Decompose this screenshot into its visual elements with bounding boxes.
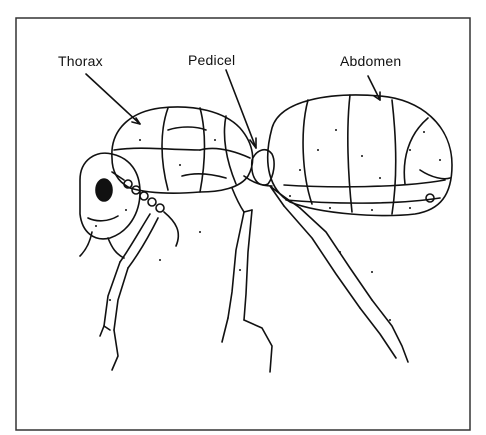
pedicel-pointer (226, 70, 256, 148)
head-segment (80, 153, 140, 258)
thorax-pointer (86, 74, 140, 124)
middle-leg (222, 188, 272, 372)
abdomen-label: Abdomen (340, 53, 401, 69)
figure-frame (16, 18, 470, 430)
abdomen-segment (268, 95, 452, 216)
pedicel-label: Pedicel (188, 52, 235, 68)
front-leg (100, 214, 158, 370)
eye-icon (96, 179, 112, 201)
pedicel-node (244, 150, 274, 186)
thorax-label: Thorax (58, 53, 103, 69)
thorax-segment (112, 107, 253, 193)
